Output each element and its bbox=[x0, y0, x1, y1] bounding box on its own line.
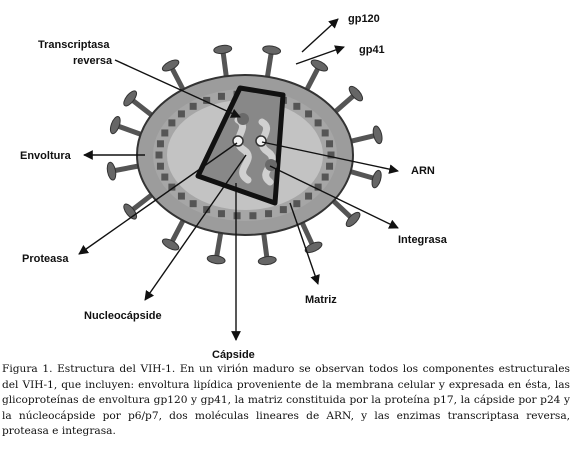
label-gp120: gp120 bbox=[348, 13, 380, 25]
matrix-protein bbox=[156, 162, 164, 170]
label-nucleocapside: Nucleocápside bbox=[84, 310, 162, 322]
spike bbox=[262, 45, 282, 84]
spike bbox=[109, 116, 147, 139]
rna-strand-1 bbox=[234, 116, 252, 184]
matrix-protein bbox=[189, 200, 197, 208]
matrix-protein bbox=[293, 102, 301, 110]
arrow-matriz bbox=[289, 202, 320, 285]
label-gp41: gp41 bbox=[359, 44, 385, 56]
matrix-protein bbox=[217, 92, 225, 100]
matrix-protein bbox=[233, 212, 241, 220]
label-integrasa: Integrasa bbox=[398, 234, 448, 246]
matrix-protein bbox=[314, 119, 322, 127]
label-capside: Cápside bbox=[212, 349, 255, 360]
spike bbox=[257, 227, 277, 266]
spike bbox=[206, 226, 226, 265]
spike bbox=[213, 44, 233, 83]
spike bbox=[344, 168, 382, 189]
matrix-protein bbox=[326, 162, 334, 170]
matrix-protein bbox=[279, 206, 287, 214]
label-arn: ARN bbox=[411, 165, 435, 177]
matrix-protein bbox=[265, 210, 273, 218]
label-proteasa: Proteasa bbox=[22, 253, 69, 265]
matrix-protein bbox=[168, 119, 176, 127]
arrow-transcriptasa bbox=[114, 59, 241, 118]
pointer-lines bbox=[78, 18, 399, 341]
spike bbox=[344, 125, 383, 145]
spike bbox=[123, 90, 158, 120]
matrix-protein bbox=[321, 173, 329, 181]
matrix-protein bbox=[293, 200, 301, 208]
matrix-protein bbox=[177, 110, 185, 118]
nucleocapsid-particle bbox=[255, 135, 267, 147]
arrow-gp41 bbox=[295, 45, 345, 65]
arrow-proteasa bbox=[78, 142, 238, 255]
matrix-protein bbox=[155, 151, 163, 159]
rna-strand-2 bbox=[258, 118, 276, 186]
label-envoltura: Envoltura bbox=[20, 150, 72, 162]
arrow-arn bbox=[261, 141, 399, 174]
reverse-transcriptase-particle bbox=[237, 113, 249, 125]
matrix-protein bbox=[249, 212, 257, 220]
matrix-protein bbox=[189, 102, 197, 110]
label-reversa: reversa bbox=[73, 55, 113, 67]
matrix-protein bbox=[314, 183, 322, 191]
matrix-protein bbox=[161, 173, 169, 181]
matrix-protein bbox=[168, 183, 176, 191]
glycoprotein-spikes bbox=[106, 44, 383, 266]
spike bbox=[298, 216, 323, 254]
matrix-protein bbox=[156, 140, 164, 148]
spike bbox=[330, 85, 364, 117]
matrix-protein bbox=[203, 206, 211, 214]
spike bbox=[302, 59, 329, 96]
matrix-protein bbox=[321, 129, 329, 137]
arrow-gp120 bbox=[301, 18, 339, 53]
spike bbox=[161, 59, 188, 96]
spike bbox=[123, 190, 158, 220]
arrow-integrasa bbox=[269, 165, 399, 229]
matrix-protein bbox=[305, 192, 313, 200]
matrix-protein bbox=[161, 129, 169, 137]
matrix-protein bbox=[327, 151, 335, 159]
figure-caption: Figura 1. Estructura del VIH-1. En un vi… bbox=[2, 363, 570, 438]
hiv-structure-diagram: Transcriptasa reversa gp120 gp41 Envoltu… bbox=[20, 13, 448, 360]
matrix-protein bbox=[326, 140, 334, 148]
matrix-protein bbox=[203, 96, 211, 104]
label-matriz: Matriz bbox=[305, 294, 337, 306]
matrix-protein bbox=[177, 192, 185, 200]
spike bbox=[106, 161, 145, 181]
arrow-nucleocapside bbox=[144, 154, 247, 301]
label-transcriptasa: Transcriptasa bbox=[38, 39, 110, 51]
matrix-protein bbox=[305, 110, 313, 118]
matrix-protein bbox=[217, 210, 225, 218]
